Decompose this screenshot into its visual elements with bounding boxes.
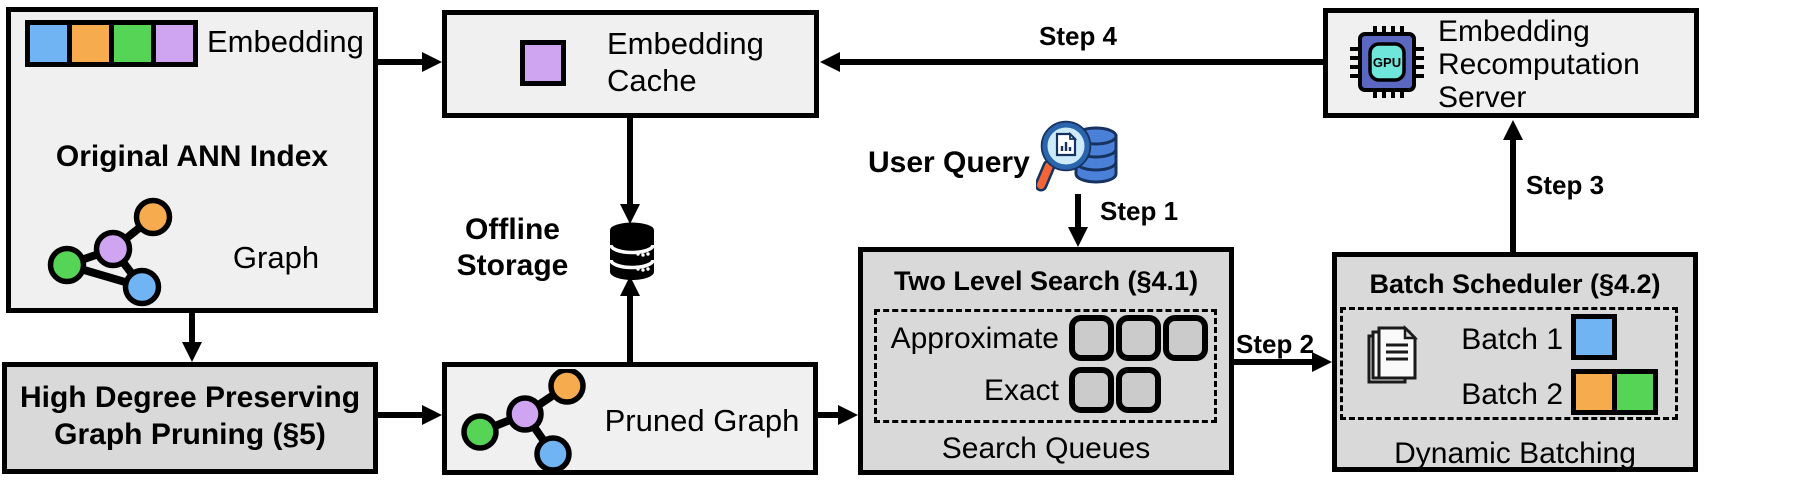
dynamic-batching-region: Batch 1 Batch 2 bbox=[1340, 307, 1678, 420]
batch2-cell-green bbox=[1617, 374, 1653, 410]
arrow-ann-to-cache bbox=[378, 52, 442, 72]
cached-embedding-icon bbox=[520, 40, 566, 86]
search-queues-region: Approximate Exact bbox=[874, 309, 1217, 423]
queue-slot bbox=[1116, 367, 1161, 413]
step4-label: Step 4 bbox=[1038, 21, 1118, 51]
queue-slot bbox=[1069, 367, 1114, 413]
step1-label: Step 1 bbox=[1100, 196, 1179, 226]
embedding-label: Embedding bbox=[207, 24, 364, 59]
pruned-graph-icon bbox=[461, 369, 586, 472]
arrow-step3-batch-to-server bbox=[1503, 120, 1523, 252]
offline-storage-label: Offline Storage bbox=[456, 213, 569, 282]
embedding-cell-purple bbox=[156, 25, 193, 62]
original-ann-index-box: Embedding Original ANN Index Graph bbox=[6, 7, 378, 313]
queue-slot bbox=[1163, 315, 1208, 361]
gpu-text: GPU bbox=[1373, 55, 1401, 70]
step2-label: Step 2 bbox=[1236, 329, 1315, 359]
ann-index-title: Original ANN Index bbox=[55, 140, 329, 173]
graph-label: Graph bbox=[232, 240, 320, 275]
approximate-label: Approximate bbox=[890, 322, 1059, 355]
arrow-step4-server-to-cache bbox=[820, 52, 1323, 72]
recomputation-server-box: GPU Embedding Recomputation Server bbox=[1323, 8, 1699, 118]
gpu-chip-icon: GPU bbox=[1350, 26, 1424, 98]
database-icon bbox=[609, 222, 655, 280]
embedding-cell-blue bbox=[30, 25, 67, 62]
arrow-pruned-to-storage bbox=[620, 276, 640, 362]
arrow-hdgp-to-pruned bbox=[378, 405, 442, 425]
queue-slot bbox=[1116, 315, 1161, 361]
queue-slot bbox=[1069, 315, 1114, 361]
step3-label: Step 3 bbox=[1526, 170, 1605, 200]
user-query-label: User Query bbox=[868, 146, 1030, 179]
batch2-cell-orange bbox=[1576, 374, 1612, 410]
batch2-embeddings bbox=[1571, 369, 1658, 415]
search-queues-label: Search Queues bbox=[941, 432, 1151, 465]
exact-label: Exact bbox=[983, 374, 1059, 407]
embedding-vector-icon bbox=[25, 20, 198, 67]
batch-scheduler-box: Batch Scheduler (§4.2) Batch 1 Batch 2 D… bbox=[1332, 252, 1698, 472]
batch-scheduler-title: Batch Scheduler (§4.2) bbox=[1369, 269, 1661, 299]
graph-pruning-box: High Degree Preserving Graph Pruning (§5… bbox=[2, 362, 378, 474]
original-graph-icon bbox=[47, 197, 173, 307]
batch1-embeddings bbox=[1571, 314, 1617, 360]
exact-queue-slots bbox=[1069, 367, 1161, 413]
documents-icon bbox=[1367, 324, 1419, 384]
batch1-cell-blue bbox=[1576, 319, 1612, 355]
two-level-search-box: Two Level Search (§4.1) Approximate Exac… bbox=[858, 247, 1234, 475]
embedding-cache-box: Embedding Cache bbox=[442, 10, 819, 118]
arrow-step1-query-to-search bbox=[1068, 194, 1088, 247]
dynamic-batching-label: Dynamic Batching bbox=[1394, 437, 1636, 470]
recomputation-server-title: Embedding Recomputation Server bbox=[1438, 15, 1640, 114]
arrow-cache-to-storage bbox=[620, 118, 640, 224]
embedding-cache-title: Embedding Cache bbox=[607, 26, 764, 98]
embedding-cell-orange bbox=[72, 25, 109, 62]
approximate-queue-slots bbox=[1069, 315, 1208, 361]
arrow-pruned-to-search bbox=[818, 405, 858, 425]
pruned-graph-box: Pruned Graph bbox=[442, 362, 818, 475]
graph-pruning-title: High Degree Preserving Graph Pruning (§5… bbox=[19, 381, 361, 451]
user-query-icon bbox=[1036, 120, 1118, 192]
batch2-label: Batch 2 bbox=[1461, 378, 1563, 411]
document-glyph bbox=[1055, 131, 1078, 157]
arrow-ann-to-hdgp bbox=[182, 313, 202, 362]
batch1-label: Batch 1 bbox=[1461, 323, 1563, 356]
two-level-search-title: Two Level Search (§4.1) bbox=[893, 266, 1199, 296]
embedding-cell-green bbox=[114, 25, 151, 62]
pruned-graph-label: Pruned Graph bbox=[604, 403, 800, 438]
